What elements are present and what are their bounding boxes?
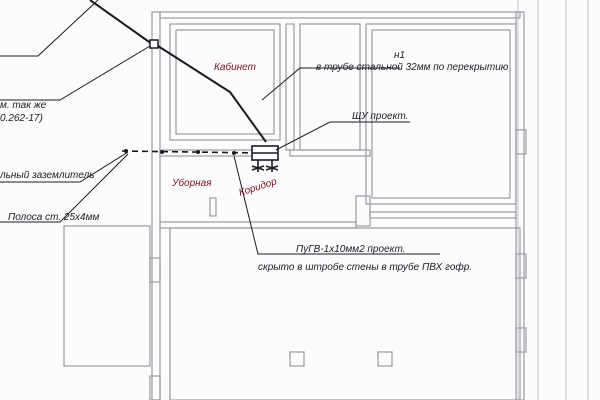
feeder-id-label: н1 xyxy=(394,50,405,61)
panel-symbol xyxy=(251,145,279,172)
cable-route-label: скрыто в штробе стены в трубе ПВХ гофр. xyxy=(258,261,472,273)
leader-lines xyxy=(0,0,440,255)
partial-left-label-2: 0.262-17) xyxy=(0,113,43,124)
strip-label: Полоса ст. 25х4мм xyxy=(8,212,99,223)
room-label-office: Кабинет xyxy=(214,61,256,73)
sheet-frame xyxy=(517,0,589,400)
panel-label: ЩУ проект. xyxy=(352,111,408,122)
room-label-toilet: Уборная xyxy=(171,177,212,189)
cable-label: ПуГВ-1х10мм2 проект. xyxy=(296,244,405,255)
ground-electrode-label: льный заземлитель xyxy=(0,170,94,181)
partial-left-label-1: м. так же xyxy=(0,100,47,111)
feeder-route-label: в трубе стальной 32мм по перекрытию xyxy=(316,61,509,73)
ground-strip-line xyxy=(121,150,263,154)
feeder-line xyxy=(89,0,267,143)
room-label-corridor: Коридор xyxy=(238,176,279,199)
ground-strip-markers xyxy=(124,149,236,155)
junction-box xyxy=(149,39,159,49)
